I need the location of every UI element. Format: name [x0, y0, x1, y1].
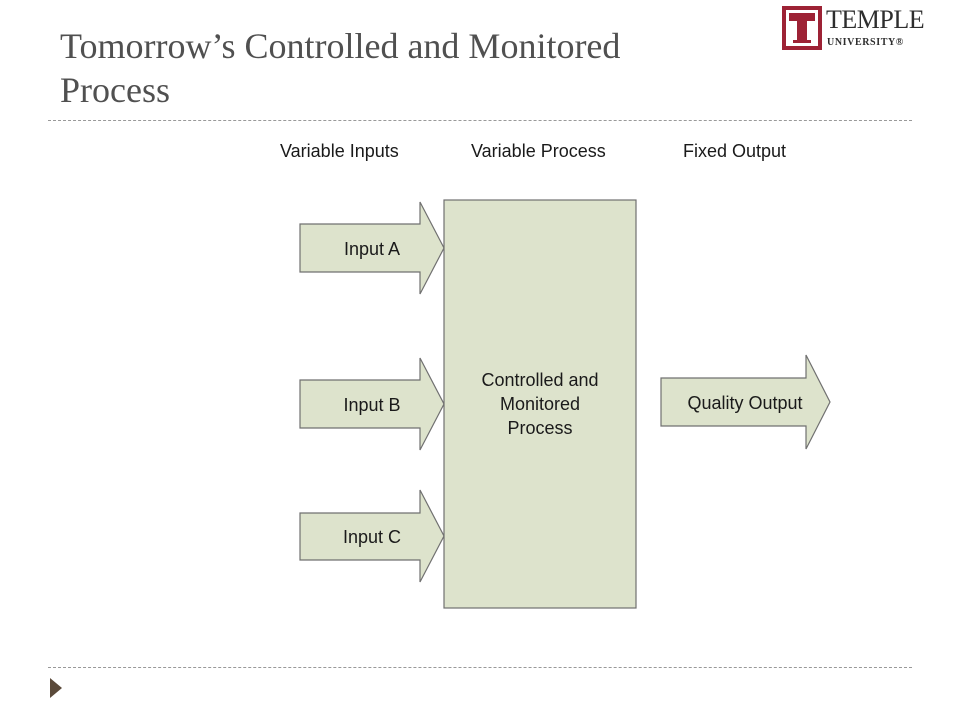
slide-title: Tomorrow’s Controlled and Monitored Proc… — [60, 24, 800, 112]
output-label: Quality Output — [687, 393, 802, 413]
column-header-output: Fixed Output — [683, 141, 787, 161]
process-label-line-3: Process — [507, 418, 572, 438]
output-arrow: Quality Output — [660, 354, 831, 450]
column-header-process: Variable Process — [471, 141, 606, 161]
footer-divider — [48, 667, 912, 668]
column-header-inputs: Variable Inputs — [280, 141, 399, 161]
temple-university-logo: TEMPLE UNIVERSITY® — [782, 5, 938, 50]
slide-title-line-2: Process — [60, 70, 170, 110]
title-divider — [48, 120, 912, 121]
process-box: Controlled and Monitored Process — [443, 199, 637, 609]
input-label-c: Input C — [343, 527, 401, 547]
logo-subtitle: UNIVERSITY® — [827, 37, 904, 48]
process-label-line-1: Controlled and — [481, 370, 598, 390]
input-label-a: Input A — [344, 239, 400, 259]
temple-t-monogram-icon — [782, 6, 822, 50]
footer-triangle-bullet-icon — [50, 678, 62, 698]
input-arrow-c: Input C — [299, 489, 445, 583]
input-arrow-b: Input B — [299, 357, 445, 451]
input-arrow-a: Input A — [299, 201, 445, 295]
input-label-b: Input B — [343, 395, 400, 415]
logo-wordmark: TEMPLE — [826, 5, 925, 34]
process-label-line-2: Monitored — [500, 394, 580, 414]
slide-title-line-1: Tomorrow’s Controlled and Monitored — [60, 26, 621, 66]
